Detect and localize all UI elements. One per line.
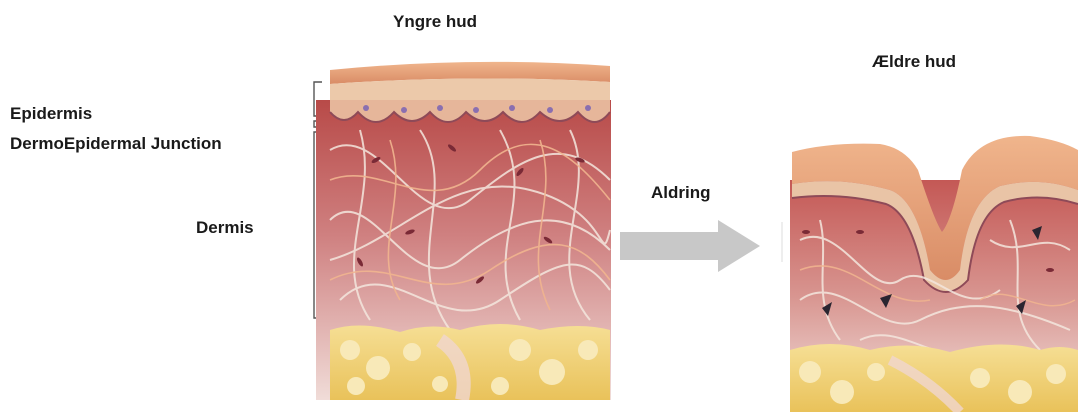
aging-arrow: [620, 220, 760, 272]
old-skin-block: [790, 136, 1078, 412]
young-skin-block: [316, 62, 611, 400]
